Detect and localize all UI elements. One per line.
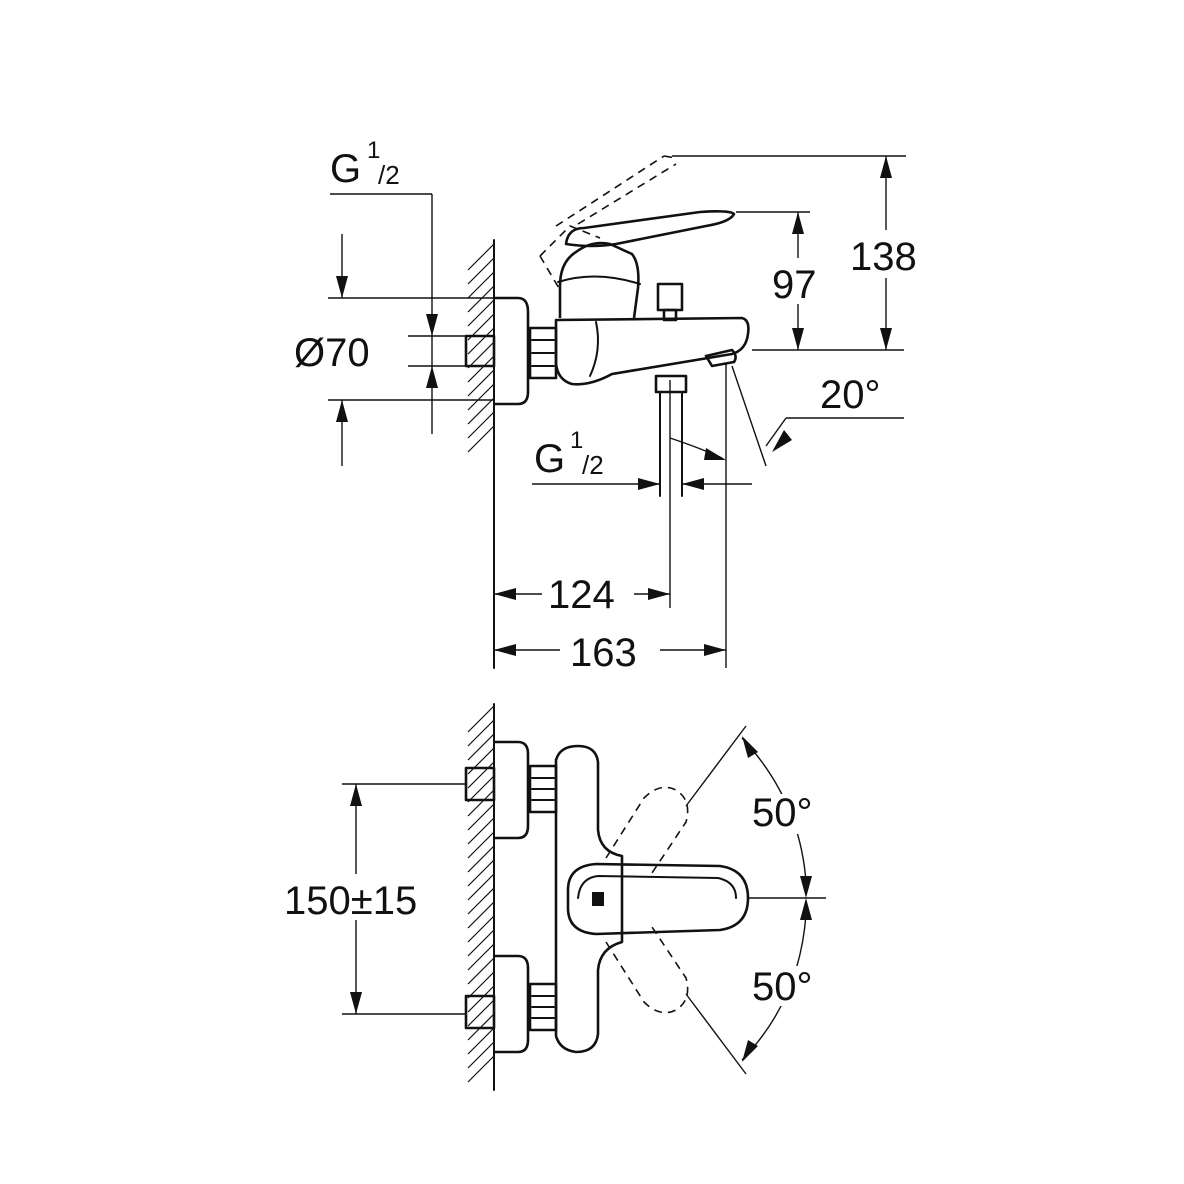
wall-hatch-line [467, 929, 495, 957]
wall-hatch-line [467, 831, 495, 859]
wall-hatch-line [467, 243, 495, 271]
side-view: G 1 /2 Ø70 97 [294, 137, 926, 675]
thread-bottom-sup: 1 [570, 427, 583, 454]
wall-side [467, 239, 495, 669]
spout-angle-label: 20° [820, 373, 881, 417]
thread-bottom-sub: /2 [582, 450, 604, 480]
wall-hatch-line [467, 915, 495, 943]
angle-up-label: 50° [752, 791, 813, 835]
wall-hatch-line [467, 845, 495, 873]
wall-hatch-line [467, 733, 495, 761]
wall-hatch-line [467, 257, 495, 285]
projection-outlet-label: 124 [548, 573, 615, 617]
dim-projection-total: 163 [494, 631, 726, 675]
dim-thread-bottom: G 1 /2 [532, 427, 752, 490]
wall-hatch-line [467, 943, 495, 971]
wall-hatch-line [467, 1027, 495, 1055]
angle-down-label: 50° [752, 965, 813, 1009]
front-view: 50° 50° 150±15 [282, 703, 834, 1091]
wall-hatch-line [467, 747, 495, 775]
dim-height-total: 138 [672, 155, 926, 350]
wall-hatch-line [467, 985, 495, 1013]
dim-centers: 150±15 [282, 783, 466, 1015]
wall-hatch-line [467, 299, 495, 327]
wall-hatch-line [467, 775, 495, 803]
thread-left-sub: /2 [378, 160, 400, 190]
wall-hatch-line [467, 411, 495, 439]
thread-bottom-main: G [534, 437, 565, 481]
wall-hatch-line [467, 271, 495, 299]
lever-raised-outline [539, 155, 677, 291]
wall-hatch-line [467, 901, 495, 929]
wall-hatch-line [467, 327, 495, 355]
wall-flange [494, 296, 530, 406]
mixer-body [554, 316, 750, 386]
diameter-label: Ø70 [294, 331, 370, 375]
wall-hatch-line [467, 803, 495, 831]
wall-hatch-line [467, 285, 495, 313]
lower-flange [464, 954, 558, 1054]
wall-hatch-line [467, 761, 495, 789]
wall-hatch-line [467, 719, 495, 747]
dim-diameter: Ø70 [294, 234, 494, 466]
height-lever-label: 97 [772, 263, 817, 307]
lever-handle [557, 210, 736, 319]
wall-hatch-line [467, 957, 495, 985]
angle-arcs: 50° 50° [741, 736, 834, 1062]
wall-hatch-line [467, 873, 495, 901]
wall-hatch-line [467, 355, 495, 383]
dim-thread-left: G 1 /2 [330, 137, 494, 434]
wall-hatch-line [467, 397, 495, 425]
thread-left-sup: 1 [367, 137, 380, 164]
dim-spout-angle: 20° [669, 365, 904, 467]
wall-hatch-line [467, 1055, 495, 1083]
outlet-connector [654, 374, 688, 497]
dim-height-lever: 97 [736, 211, 904, 351]
thread-left-main: G [330, 147, 361, 191]
wall-hatch-line [467, 817, 495, 845]
wall-hatch-line [467, 887, 495, 915]
wall-hatch-line [467, 971, 495, 999]
wall-hatch-line [467, 425, 495, 453]
centers-label: 150±15 [284, 879, 417, 923]
diverter-knob [656, 282, 684, 322]
wall-hatch-line [467, 999, 495, 1027]
lever-rotated-outlines [605, 786, 689, 1014]
wall-hatch-line [467, 383, 495, 411]
wall-front [467, 703, 495, 1091]
mixer-body-front [554, 744, 624, 1054]
wall-hatch-line [467, 341, 495, 369]
dim-projection-outlet: 124 [494, 573, 670, 617]
wall-hatch-line [467, 789, 495, 817]
lever-front [566, 862, 750, 936]
wall-hatch-line [467, 859, 495, 887]
wall-hatch-line [467, 705, 495, 733]
angle-reference-lines [685, 725, 826, 1075]
wall-hatch-line [467, 369, 495, 397]
projection-total-label: 163 [570, 631, 637, 675]
height-total-label: 138 [850, 235, 917, 279]
hex-nut [528, 326, 558, 380]
wall-hatch-line [467, 1041, 495, 1069]
